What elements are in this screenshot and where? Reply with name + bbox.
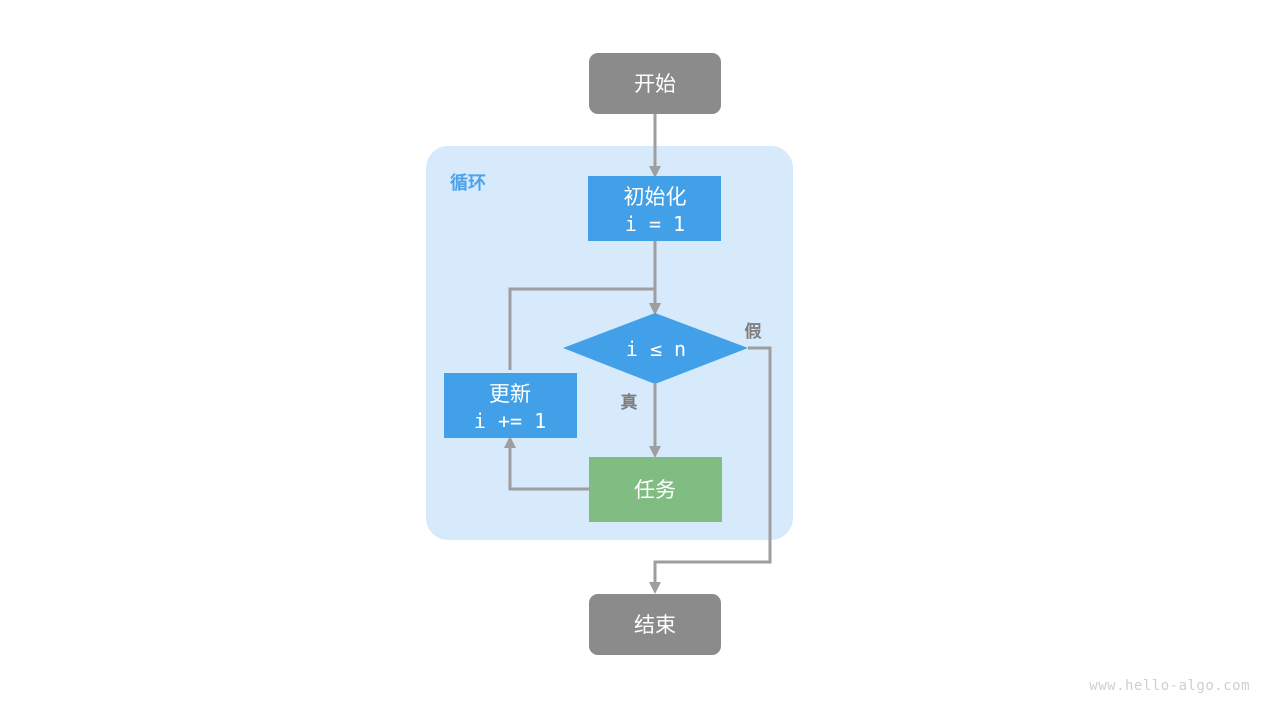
node-init[interactable]: 初始化 i = 1: [588, 176, 721, 241]
edge-label-true: 真: [621, 392, 638, 412]
node-task-label: 任务: [634, 479, 676, 502]
node-task-shape: [589, 457, 722, 522]
node-update-shape: [444, 373, 577, 438]
node-condition-label: i ≤ n: [626, 337, 686, 361]
node-start-label: 开始: [634, 73, 676, 96]
edge-condition-true-to-task: [649, 384, 661, 458]
node-end-label: 结束: [634, 614, 676, 637]
node-init-label-line2: i = 1: [625, 212, 685, 236]
node-end-shape: [589, 594, 721, 655]
edge-task-to-update: [504, 436, 589, 491]
node-update-label-line2: i += 1: [474, 409, 546, 433]
node-start-shape: [589, 53, 721, 114]
node-start[interactable]: 开始: [589, 53, 721, 114]
edge-update-to-condition: [508, 287, 661, 370]
node-condition[interactable]: i ≤ n: [563, 313, 748, 384]
loop-group-label: 循环: [450, 172, 486, 193]
node-init-label-line1: 初始化: [624, 186, 687, 209]
node-update[interactable]: 更新 i += 1: [444, 373, 577, 438]
node-task[interactable]: 任务: [589, 457, 722, 522]
node-init-shape: [588, 176, 721, 241]
node-condition-shape: [563, 313, 748, 384]
edge-label-false: 假: [745, 321, 762, 341]
edge-start-to-init: [649, 114, 661, 178]
node-update-label-line1: 更新: [489, 383, 531, 406]
watermark: www.hello-algo.com: [1089, 678, 1250, 694]
node-end[interactable]: 结束: [589, 594, 721, 655]
edge-condition-false-to-end: [649, 346, 772, 594]
